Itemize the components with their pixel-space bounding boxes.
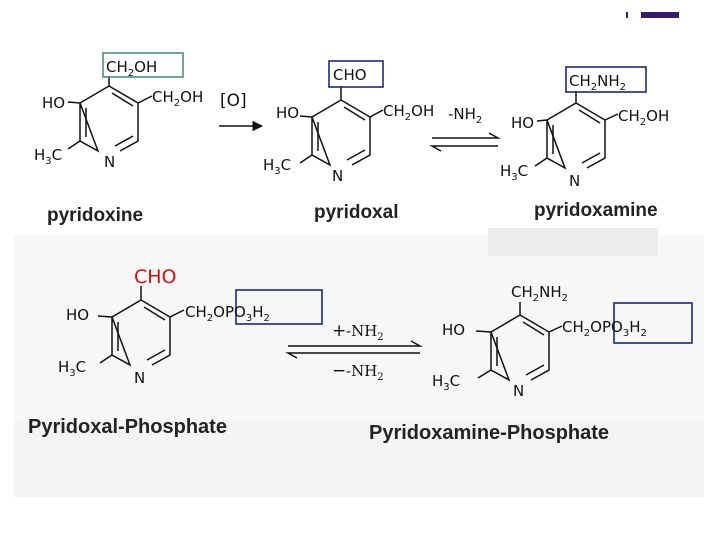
ho-bond: [536, 119, 548, 122]
right-group-label: CH2OPO3H2: [562, 318, 647, 339]
right-bond: [169, 309, 185, 318]
transamination-arrow-top: -NH2: [429, 105, 501, 152]
ho-label: HO: [276, 104, 299, 122]
corner-mark: [626, 12, 679, 18]
molecule-pyridoxal-phosphate: CHO CH2OPO3H2 HO H3C N Pyridoxal-Phospha…: [28, 266, 323, 438]
molecule-pyridoxamine: CH2NH2 CH2OH HO H3C N pyridoxamine: [500, 66, 669, 221]
plus-nh2-label: -NH2: [346, 322, 384, 343]
pyridine-ring: [111, 299, 171, 367]
right-bond: [369, 109, 384, 118]
minus-label: −: [332, 361, 346, 381]
ho-bond: [475, 330, 492, 333]
background-band-lower: [14, 420, 704, 497]
name-pyridoxal-phosphate: Pyridoxal-Phosphate: [28, 416, 227, 438]
methyl-label: H3C: [58, 358, 86, 379]
molecule-pyridoxine: CH2OH CH2OH HO H3C N pyridoxine: [34, 52, 203, 226]
right-group-label: CH2OH: [383, 102, 434, 123]
background-band-top-right: [488, 228, 658, 256]
right-bond: [604, 113, 619, 121]
top-group-label: CH2NH2: [511, 283, 568, 304]
molecule-pyridoxal: CHO CH2OH HO H3C N pyridoxal: [263, 60, 434, 223]
methyl-label: H3C: [263, 156, 291, 177]
highlight-box-phosphate: [235, 289, 323, 325]
ho-bond: [299, 115, 313, 118]
ho-label: HO: [511, 114, 534, 132]
highlight-box-cho: [328, 60, 384, 88]
right-group-label: CH2OH: [152, 88, 203, 109]
top-group-label: CH2OH: [106, 58, 157, 79]
ho-bond: [97, 315, 113, 318]
name-pyridoxamine: pyridoxamine: [534, 200, 658, 221]
ho-label: HO: [442, 321, 465, 339]
name-pyridoxine: pyridoxine: [47, 205, 143, 226]
cho-red-label: CHO: [134, 266, 177, 288]
nitrogen-label: N: [104, 153, 115, 171]
plus-label: +: [332, 321, 346, 341]
methyl-label: H3C: [500, 162, 528, 183]
methyl-bond: [534, 157, 548, 167]
top-group-label: CHO: [333, 66, 367, 84]
right-bond: [137, 95, 153, 104]
ho-label: HO: [66, 306, 89, 324]
molecule-pyridoxamine-phosphate: CH2NH2 CH2OPO3H2 HO H3C N Pyridoxamine-P…: [369, 283, 693, 444]
nitrogen-label: N: [134, 369, 145, 387]
oxidation-label: [O]: [220, 91, 247, 111]
ho-label: HO: [42, 94, 65, 112]
highlight-box-phosphate: [613, 302, 693, 344]
nitrogen-label: N: [332, 167, 343, 185]
minus-nh2-label: -NH2: [346, 362, 384, 383]
highlight-box-ch2oh: [102, 52, 184, 78]
name-pyridoxal: pyridoxal: [314, 202, 398, 223]
right-group-label: CH2OPO3H2: [185, 303, 270, 324]
ho-bond: [67, 101, 81, 104]
right-group-label: CH2OH: [618, 107, 669, 128]
highlight-box-ch2nh2: [565, 66, 647, 93]
methyl-bond: [477, 369, 492, 379]
methyl-bond: [67, 140, 81, 150]
pyridine-ring: [546, 102, 606, 170]
pyridine-ring: [79, 85, 139, 153]
pyridine-ring: [490, 314, 550, 382]
transamination-arrow-bottom: + -NH2 − -NH2: [285, 321, 423, 383]
methyl-bond: [99, 354, 113, 364]
methyl-label: H3C: [34, 146, 62, 167]
pyridine-ring: [311, 99, 371, 167]
minus-nh2-label: -NH2: [448, 105, 482, 126]
top-group-label: CH2NH2: [569, 72, 626, 93]
right-bond: [548, 325, 563, 333]
oxidation-arrow: [O]: [219, 91, 264, 132]
methyl-bond: [299, 154, 313, 164]
name-pyridoxamine-phosphate: Pyridoxamine-Phosphate: [369, 422, 609, 444]
nitrogen-label: N: [513, 382, 524, 400]
nitrogen-label: N: [569, 172, 580, 190]
methyl-label: H3C: [432, 372, 460, 393]
